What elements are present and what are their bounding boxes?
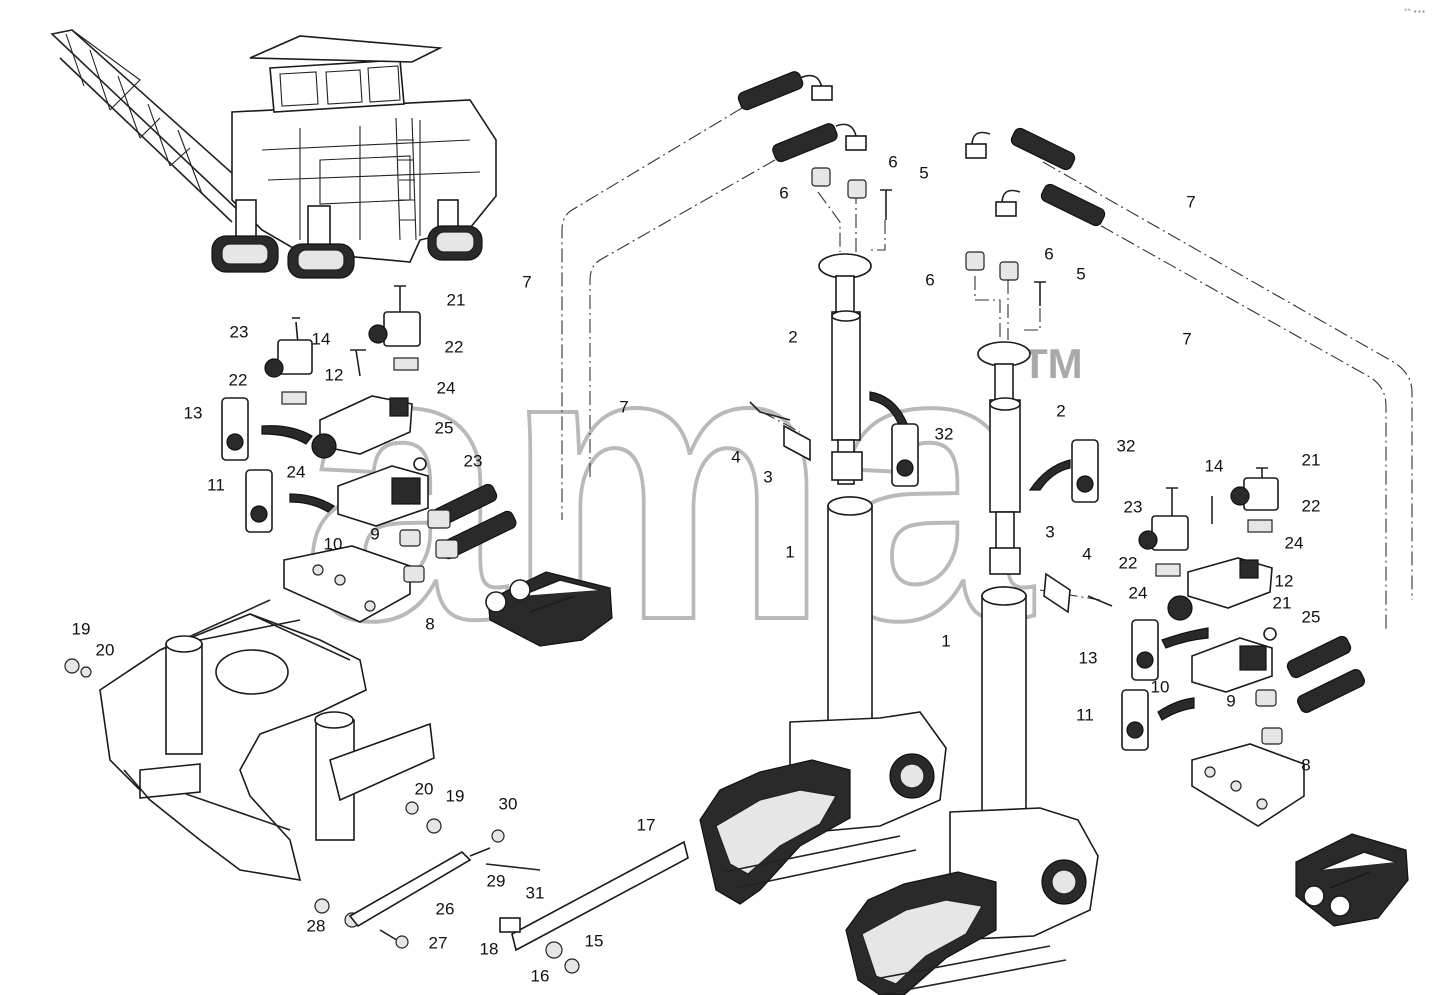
- frame-assembly: [64, 599, 541, 949]
- callout-c3b: 3: [1045, 522, 1054, 541]
- callout-c25a: 25: [435, 418, 454, 437]
- fittings-upper: [811, 167, 1046, 306]
- callout-c23c: 23: [1124, 497, 1143, 516]
- callout-c16: 16: [531, 966, 550, 985]
- upper-hoses-left: [737, 71, 867, 163]
- callout-c13a: 13: [184, 403, 203, 422]
- parts-bags: [221, 397, 1159, 751]
- callout-c11b: 11: [1076, 705, 1094, 724]
- callout-c22a: 22: [445, 337, 464, 356]
- callout-c3a: 3: [763, 467, 772, 486]
- callout-c15: 15: [585, 931, 604, 950]
- watermark-tm: TM: [1022, 340, 1083, 387]
- callout-c18: 18: [480, 939, 499, 958]
- callout-c11a: 11: [207, 475, 225, 494]
- callout-c24c: 24: [1285, 533, 1304, 552]
- arrows: [261, 391, 1209, 721]
- callout-c20b: 20: [415, 779, 434, 798]
- column-assembly-right: [977, 341, 1113, 829]
- callout-c32b: 32: [1117, 436, 1136, 455]
- callout-c1b: 1: [941, 631, 950, 650]
- callout-c5a: 5: [919, 163, 928, 182]
- callout-c12b: 12: [1275, 571, 1294, 590]
- callout-c7d: 7: [619, 397, 628, 416]
- callout-c12a: 12: [325, 365, 344, 384]
- valve-group-left: [264, 285, 517, 623]
- callout-c6d: 6: [925, 270, 934, 289]
- machine-overview-illustration: [50, 29, 497, 279]
- callout-c23b: 23: [464, 451, 483, 470]
- lever-assembly: [499, 840, 689, 974]
- callout-c2a: 2: [788, 327, 797, 346]
- callout-c10b: 10: [1151, 677, 1170, 696]
- callout-c23a: 23: [230, 322, 249, 341]
- corner-mark: °° •••: [1404, 8, 1426, 16]
- hose-routing-lines: [561, 107, 1413, 630]
- callout-c22b: 22: [229, 370, 248, 389]
- callout-c9b: 9: [1226, 691, 1235, 710]
- upper-hoses-right: [965, 127, 1106, 227]
- callout-c24d: 24: [1129, 583, 1148, 602]
- callout-c6b: 6: [888, 152, 897, 171]
- callout-c7b: 7: [1186, 192, 1195, 211]
- callout-c22c: 22: [1302, 496, 1321, 515]
- callout-c9a: 9: [370, 524, 379, 543]
- callout-c27: 27: [429, 933, 448, 952]
- callout-c17: 17: [637, 815, 656, 834]
- callout-c8b: 8: [1301, 755, 1310, 774]
- callout-c32a: 32: [935, 424, 954, 443]
- callout-c24a: 24: [437, 378, 456, 397]
- callout-c26: 26: [436, 899, 455, 918]
- callout-c24b: 24: [287, 462, 306, 481]
- callout-c6c: 6: [1044, 244, 1053, 263]
- callout-c14b: 14: [1205, 456, 1224, 475]
- callout-c21c: 21: [1273, 593, 1292, 612]
- callout-c25b: 25: [1302, 607, 1321, 626]
- callout-c5b: 5: [1076, 264, 1085, 283]
- callout-c2b: 2: [1056, 401, 1065, 420]
- control-block-right: [1295, 833, 1409, 927]
- callout-c7c: 7: [1182, 329, 1191, 348]
- callout-c31: 31: [526, 883, 545, 902]
- callout-c13b: 13: [1079, 648, 1098, 667]
- callout-c30: 30: [499, 794, 518, 813]
- callout-c6a: 6: [779, 183, 788, 202]
- callout-c22d: 22: [1119, 553, 1138, 572]
- callout-c19a: 19: [72, 619, 91, 638]
- callout-c8a: 8: [425, 614, 434, 633]
- callout-c1a: 1: [785, 542, 794, 561]
- callout-c29: 29: [487, 871, 506, 890]
- valve-group-right: [1138, 467, 1365, 827]
- control-block-left: [485, 571, 613, 647]
- callout-c7a: 7: [522, 272, 531, 291]
- callout-c19b: 19: [446, 786, 465, 805]
- callout-c14a: 14: [312, 329, 331, 348]
- callout-c4b: 4: [1082, 544, 1091, 563]
- callout-c28: 28: [307, 916, 326, 935]
- callout-c21b: 21: [1302, 450, 1321, 469]
- track-units: [699, 711, 1099, 995]
- callout-c21a: 21: [447, 290, 466, 309]
- callout-c4a: 4: [731, 447, 740, 466]
- callout-c10a: 10: [324, 534, 343, 553]
- callout-c20a: 20: [96, 640, 115, 659]
